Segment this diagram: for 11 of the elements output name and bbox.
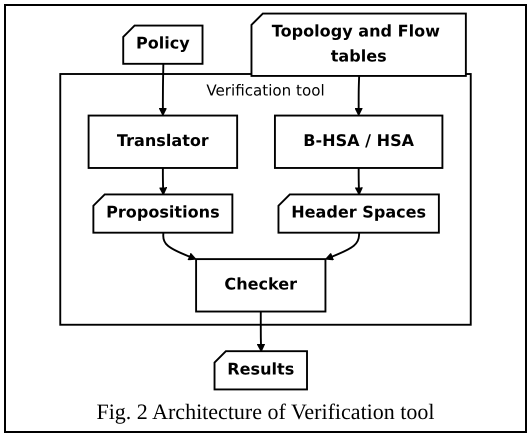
arrow — [354, 168, 364, 196]
arrow — [162, 233, 196, 260]
node-box: Checker — [195, 258, 326, 312]
figure-caption: Fig. 2 Architecture of Verification tool — [96, 399, 435, 425]
arrow — [158, 64, 168, 116]
node-box: B-HSA / HSA — [274, 114, 444, 169]
node-box: Translator — [88, 114, 238, 169]
arrow — [158, 168, 168, 196]
arrow — [354, 76, 363, 116]
arrow — [325, 233, 360, 260]
arrow — [256, 312, 266, 352]
